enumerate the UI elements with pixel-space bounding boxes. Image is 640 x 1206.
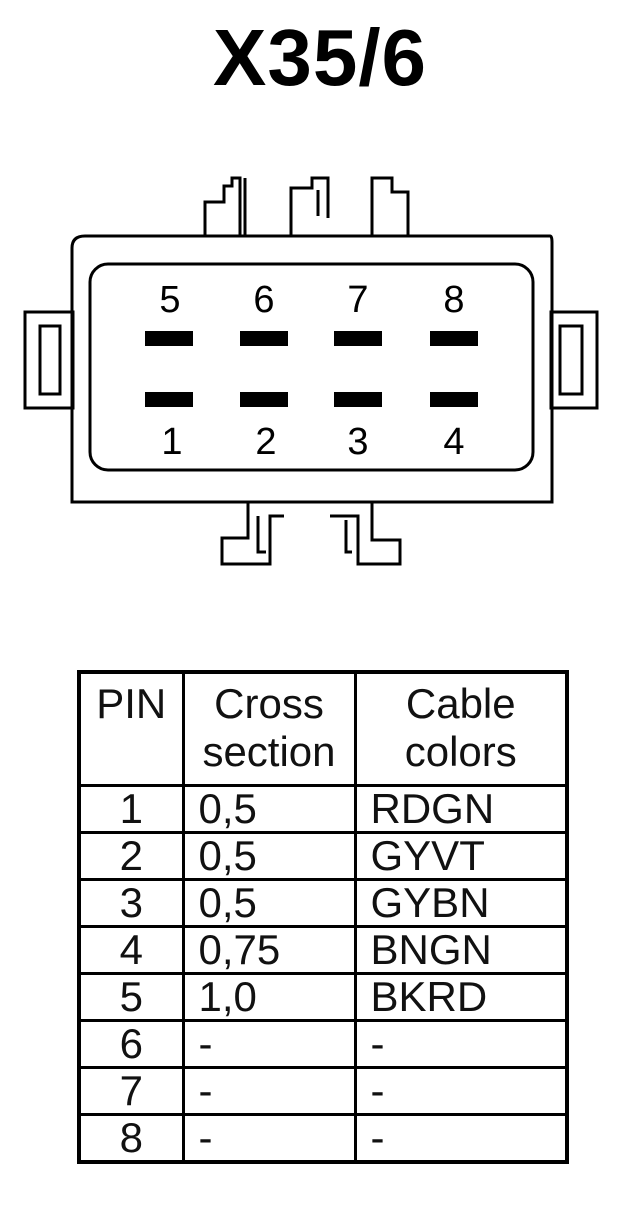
pin-contact-5 bbox=[145, 331, 193, 346]
pin-number-cell: 4 bbox=[77, 925, 185, 975]
pin-number-cell: 8 bbox=[77, 1113, 185, 1164]
table-row: 2 0,5 GYVT bbox=[77, 831, 569, 881]
pin-contact-3 bbox=[334, 392, 382, 407]
pin-number-cell: 7 bbox=[77, 1066, 185, 1116]
cross-section-cell: - bbox=[181, 1019, 357, 1069]
cable-color-cell: - bbox=[353, 1019, 569, 1069]
cable-color-cell: GYVT bbox=[353, 831, 569, 881]
pin-contact-8 bbox=[430, 331, 478, 346]
pin-number-cell: 5 bbox=[77, 972, 185, 1022]
cable-color-cell: RDGN bbox=[353, 784, 569, 834]
table-row: 3 0,5 GYBN bbox=[77, 878, 569, 928]
pin-contact-2 bbox=[240, 392, 288, 407]
pin-label-6: 6 bbox=[253, 279, 274, 321]
pin-label-2: 2 bbox=[255, 421, 276, 463]
pin-contact-7 bbox=[334, 331, 382, 346]
pin-number-cell: 1 bbox=[77, 784, 185, 834]
header-cable-colors: Cable colors bbox=[353, 670, 569, 787]
pin-contact-6 bbox=[240, 331, 288, 346]
left-latch bbox=[23, 310, 75, 410]
pin-label-8: 8 bbox=[443, 279, 464, 321]
table-header-row: PIN Cross section Cable colors bbox=[77, 670, 569, 787]
table-row: 4 0,75 BNGN bbox=[77, 925, 569, 975]
cross-section-cell: 0,5 bbox=[181, 878, 357, 928]
connector-face bbox=[88, 262, 535, 472]
pin-label-7: 7 bbox=[347, 279, 368, 321]
pin-number-cell: 3 bbox=[77, 878, 185, 928]
cross-section-cell: - bbox=[181, 1113, 357, 1164]
top-center-tab bbox=[289, 176, 330, 236]
top-left-tab bbox=[203, 176, 242, 236]
cross-section-cell: 0,5 bbox=[181, 784, 357, 834]
connector-housing bbox=[70, 234, 554, 504]
connector-title: X35/6 bbox=[212, 13, 428, 102]
table-row: 8 - - bbox=[77, 1113, 569, 1164]
cable-color-cell: GYBN bbox=[353, 878, 569, 928]
cross-section-cell: 1,0 bbox=[181, 972, 357, 1022]
table-row: 5 1,0 BKRD bbox=[77, 972, 569, 1022]
pin-number-cell: 6 bbox=[77, 1019, 185, 1069]
pin-assignment-table: PIN Cross section Cable colors 1 0,5 RDG… bbox=[77, 670, 569, 1164]
table-row: 1 0,5 RDGN bbox=[77, 784, 569, 834]
pin-label-1: 1 bbox=[161, 421, 182, 463]
pin-label-4: 4 bbox=[443, 421, 464, 463]
pin-label-3: 3 bbox=[347, 421, 368, 463]
cross-section-cell: 0,5 bbox=[181, 831, 357, 881]
cross-section-cell: - bbox=[181, 1066, 357, 1116]
header-cross-section: Cross section bbox=[181, 670, 357, 787]
header-pin: PIN bbox=[77, 670, 185, 787]
cable-color-cell: - bbox=[353, 1113, 569, 1164]
pin-contact-4 bbox=[430, 392, 478, 407]
bottom-tab bbox=[220, 502, 284, 566]
top-right-tab bbox=[370, 176, 410, 236]
table-row: 6 - - bbox=[77, 1019, 569, 1069]
cross-section-cell: 0,75 bbox=[181, 925, 357, 975]
right-latch bbox=[549, 310, 599, 410]
pin-label-5: 5 bbox=[159, 279, 180, 321]
cable-color-cell: BNGN bbox=[353, 925, 569, 975]
table-row: 7 - - bbox=[77, 1066, 569, 1116]
pin-number-cell: 2 bbox=[77, 831, 185, 881]
pin-contact-1 bbox=[145, 392, 193, 407]
connector-diagram: 5 6 7 8 1 2 3 4 bbox=[23, 176, 599, 566]
cable-color-cell: - bbox=[353, 1066, 569, 1116]
cable-color-cell: BKRD bbox=[353, 972, 569, 1022]
